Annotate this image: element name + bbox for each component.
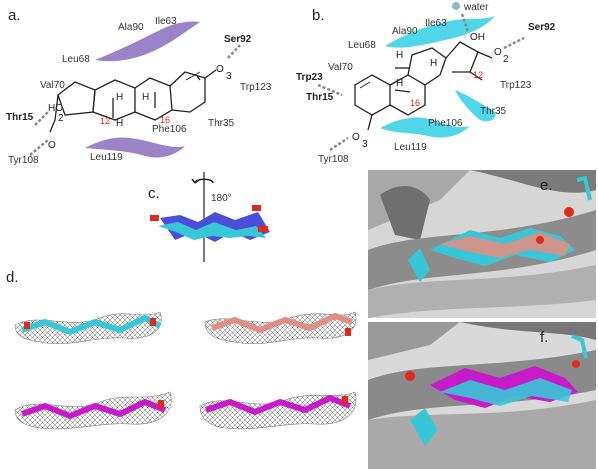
panel-d-label: d.: [6, 269, 19, 286]
residue-ile63-a: Ile63: [155, 16, 177, 27]
residue-tyr108-a: Tyr108: [8, 155, 39, 166]
hydrogen-2-a: H: [116, 92, 123, 103]
protein-surface-cyan-bottom: [380, 117, 470, 138]
water-sphere-e1: [564, 207, 574, 217]
residue-trp23-b: Trp23: [296, 72, 323, 83]
panel-f: f.: [368, 322, 596, 469]
residue-val70-a: Val70: [40, 80, 65, 91]
carbon-12-b: 12: [473, 70, 483, 80]
oxygen-3-number-a: 3: [226, 71, 232, 82]
oxygen-d3a: [158, 400, 164, 408]
ketone-oxygen-a: O: [48, 140, 56, 151]
ligand-cyan-d: [21, 315, 162, 335]
oxygen-stick-c-3: [252, 205, 261, 211]
panel-a: a. O 3 HO 2 O H H H 12 16 Ala9: [6, 7, 272, 166]
residue-ser92-a: Ser92: [224, 34, 252, 45]
residue-leu119-b: Leu119: [394, 142, 427, 153]
ligand-magenta-d1: [21, 399, 167, 419]
panel-d: d.: [6, 269, 357, 430]
rotation-label: 180°: [211, 193, 232, 204]
ligand-magenta-d2: [205, 395, 352, 415]
carbon-12-a: 12: [100, 116, 110, 126]
residue-val70-b: Val70: [328, 62, 353, 73]
protein-surface-cyan-top: [385, 16, 495, 48]
residue-leu68-a: Leu68: [62, 54, 90, 65]
oxygen-d4a: [342, 396, 348, 404]
water-label: water: [463, 2, 489, 13]
residue-ala90-b: Ala90: [392, 26, 418, 37]
oxygen-stick-c-1: [150, 215, 159, 221]
residue-ile63-b: Ile63: [425, 18, 447, 29]
residue-phe106-a: Phe106: [152, 124, 187, 135]
water-molecule: [452, 2, 460, 10]
hydrogen-2-b: H: [396, 78, 403, 89]
panel-b: b. water O 2 OH O 3 H H H 12 16: [296, 2, 556, 165]
residue-ser92-b: Ser92: [528, 22, 556, 33]
panel-b-label: b.: [312, 7, 325, 24]
residue-phe106-b: Phe106: [428, 118, 463, 129]
oxygen-2-b: O: [494, 47, 502, 58]
oxygen-2-number-b: 2: [503, 54, 509, 65]
panel-a-label: a.: [8, 7, 21, 24]
density-mesh-3: [14, 391, 172, 430]
residue-thr35-b: Thr35: [480, 106, 507, 117]
steroid-b-structure: [354, 41, 493, 131]
protein-surface-cyan-mid: [455, 90, 496, 122]
carbon-16-a: 16: [160, 115, 170, 125]
panel-c: c. 180°: [148, 172, 270, 262]
residue-thr15-a: Thr15: [6, 112, 34, 123]
oxygen-3-b: O: [352, 132, 360, 143]
oxygen-3-number-b: 3: [362, 139, 368, 150]
hydrogen-1-b: H: [396, 50, 403, 61]
residue-trp123-a: Trp123: [240, 82, 272, 93]
oxygen-d1a: [150, 318, 156, 326]
ligand-cyan-stick: [158, 222, 266, 240]
panel-e: e.: [368, 170, 596, 318]
protein-surface-top: [95, 21, 200, 62]
residue-thr15-b: Thr15: [306, 92, 334, 103]
panel-c-label: c.: [148, 185, 160, 202]
panel-f-label: f.: [540, 329, 548, 346]
steroid-a-structure: [49, 69, 217, 133]
hydroxyl-b: OH: [470, 32, 485, 43]
residue-thr35-a: Thr35: [208, 118, 235, 129]
hydroxyl-2-number-a: 2: [58, 113, 64, 124]
panel-e-label: e.: [540, 177, 553, 194]
oxygen-3-a: O: [216, 64, 224, 75]
residue-ala90-a: Ala90: [118, 22, 144, 33]
residue-trp123-b: Trp123: [500, 80, 532, 91]
oxygen-d1b: [24, 322, 30, 329]
protein-surface-bottom: [85, 137, 185, 158]
hydrogen-3-b: H: [430, 58, 437, 69]
hydroxyl-2-a: HO: [48, 103, 63, 114]
water-sphere-f2: [572, 360, 580, 368]
residue-leu68-b: Leu68: [348, 40, 376, 51]
hydrogen-1-a: H: [142, 92, 149, 103]
oxygen-stick-c-2: [258, 226, 268, 232]
carbon-16-b: 16: [410, 98, 420, 108]
ligand-salmon-d: [211, 313, 353, 333]
residue-tyr108-b: Tyr108: [318, 154, 349, 165]
water-sphere-f1: [405, 371, 415, 381]
residue-leu119-a: Leu119: [90, 152, 123, 163]
ligand-cyan-f: [440, 378, 572, 406]
oxygen-d2a: [345, 328, 351, 336]
water-sphere-e2: [536, 236, 544, 244]
hydrogen-3-a: H: [116, 118, 123, 129]
